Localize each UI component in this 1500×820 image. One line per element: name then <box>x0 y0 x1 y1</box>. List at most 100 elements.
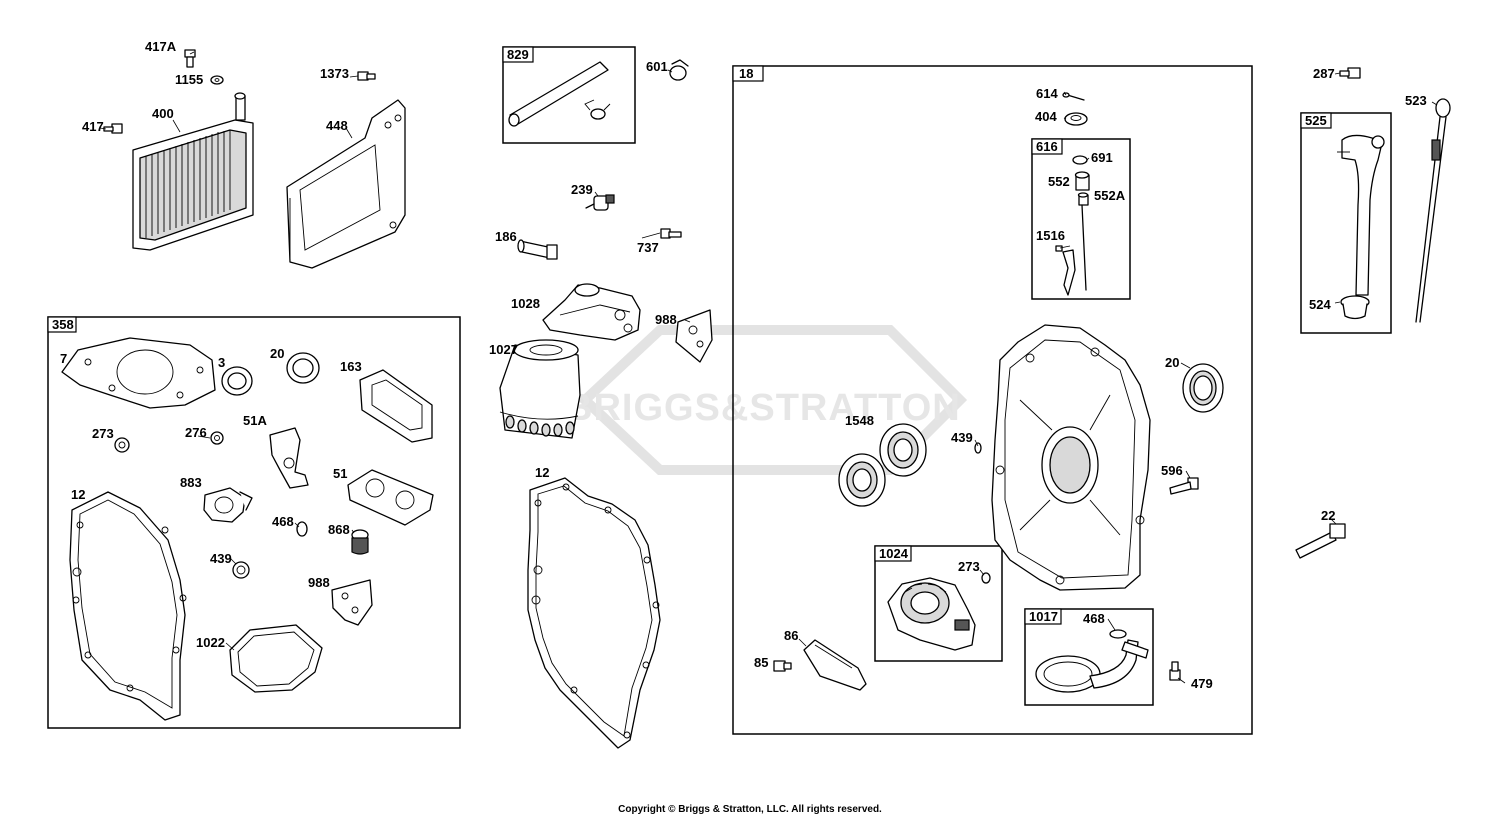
part-868-seal[interactable] <box>351 529 369 555</box>
part-417-bolt[interactable] <box>103 123 123 134</box>
part-1027-oil-filter[interactable] <box>499 339 581 439</box>
part-552A-cap[interactable] <box>1077 192 1089 206</box>
part-525-dipstick-tube[interactable] <box>1337 134 1385 296</box>
label-479[interactable]: 479 <box>1191 676 1213 691</box>
part-691-washer[interactable] <box>1072 155 1088 165</box>
part-1022-gasket[interactable] <box>229 624 323 693</box>
label-417A[interactable]: 417A <box>145 39 177 54</box>
part-12-crankcase-gasket-left[interactable] <box>69 491 187 721</box>
part-404-washer[interactable] <box>1064 112 1088 126</box>
label-404[interactable]: 404 <box>1035 109 1057 124</box>
part-552-spacer[interactable] <box>1074 171 1090 191</box>
part-crankcase-cover[interactable] <box>991 324 1151 591</box>
label-20-left[interactable]: 20 <box>270 346 284 361</box>
label-51A[interactable]: 51A <box>243 413 267 428</box>
part-614-pin[interactable] <box>1062 92 1085 101</box>
part-86-pickup-plate[interactable] <box>803 639 867 691</box>
part-417A-bolt[interactable] <box>184 49 196 68</box>
label-1548[interactable]: 1548 <box>845 413 874 428</box>
part-439-washer-right[interactable] <box>974 442 982 454</box>
part-523-dipstick[interactable] <box>1415 98 1451 323</box>
label-417[interactable]: 417 <box>82 119 104 134</box>
part-1017-oil-pickup[interactable] <box>1035 639 1149 693</box>
part-1548-bearing-a[interactable] <box>838 453 886 507</box>
label-691[interactable]: 691 <box>1091 150 1113 165</box>
part-479-bolt[interactable] <box>1169 661 1181 681</box>
part-273-washer-left[interactable] <box>114 437 130 453</box>
label-163[interactable]: 163 <box>340 359 362 374</box>
part-276-washer[interactable] <box>210 431 224 445</box>
label-468-right[interactable]: 468 <box>1083 611 1105 626</box>
part-439-washer-left[interactable] <box>232 561 250 579</box>
part-1155-washer[interactable] <box>210 75 224 85</box>
part-1373-bolt[interactable] <box>357 71 376 81</box>
label-12-center[interactable]: 12 <box>535 465 549 480</box>
label-287[interactable]: 287 <box>1313 66 1335 81</box>
label-1516[interactable]: 1516 <box>1036 228 1065 243</box>
label-7[interactable]: 7 <box>60 351 67 366</box>
label-1022[interactable]: 1022 <box>196 635 225 650</box>
label-85[interactable]: 85 <box>754 655 768 670</box>
part-829-clamp[interactable] <box>584 99 611 120</box>
part-468-washer-left[interactable] <box>296 521 308 537</box>
label-1027[interactable]: 1027 <box>489 342 518 357</box>
part-883-gasket[interactable] <box>203 487 253 523</box>
label-186[interactable]: 186 <box>495 229 517 244</box>
part-524-grommet[interactable] <box>1340 295 1370 320</box>
part-20-seal-left[interactable] <box>286 352 320 384</box>
label-868[interactable]: 868 <box>328 522 350 537</box>
label-524[interactable]: 524 <box>1309 297 1331 312</box>
part-988-gasket[interactable] <box>675 309 713 363</box>
part-1516-governor-shaft[interactable] <box>1055 204 1087 296</box>
label-552[interactable]: 552 <box>1048 174 1070 189</box>
part-988-gasket-left[interactable] <box>331 579 373 626</box>
label-273-left[interactable]: 273 <box>92 426 114 441</box>
part-7-head-gasket[interactable] <box>61 337 216 409</box>
label-273-right[interactable]: 273 <box>958 559 980 574</box>
label-988-top[interactable]: 988 <box>655 312 677 327</box>
part-51A-gasket[interactable] <box>269 427 309 489</box>
part-400-oil-cooler[interactable] <box>132 92 254 251</box>
label-614[interactable]: 614 <box>1036 86 1058 101</box>
part-448-bracket[interactable] <box>286 99 406 269</box>
label-1028[interactable]: 1028 <box>511 296 540 311</box>
part-468-washer-right[interactable] <box>1109 629 1127 639</box>
label-601[interactable]: 601 <box>646 59 668 74</box>
label-3[interactable]: 3 <box>218 355 225 370</box>
part-829-hose[interactable] <box>508 61 609 127</box>
label-20-right[interactable]: 20 <box>1165 355 1179 370</box>
part-1024-oil-pump[interactable] <box>887 577 976 651</box>
label-439-right[interactable]: 439 <box>951 430 973 445</box>
part-22-bolt[interactable] <box>1295 523 1346 559</box>
label-448[interactable]: 448 <box>326 118 348 133</box>
part-3-seal[interactable] <box>221 366 253 396</box>
label-276[interactable]: 276 <box>185 425 207 440</box>
part-12-crankcase-gasket-center[interactable] <box>527 477 661 749</box>
part-186-fitting[interactable] <box>517 239 558 260</box>
label-552A[interactable]: 552A <box>1094 188 1126 203</box>
part-1028-filter-adapter[interactable] <box>542 283 641 341</box>
label-988-left[interactable]: 988 <box>308 575 330 590</box>
part-239-switch[interactable] <box>585 194 615 211</box>
part-596-bolt[interactable] <box>1169 477 1199 495</box>
label-468-left[interactable]: 468 <box>272 514 294 529</box>
label-1155[interactable]: 1155 <box>175 72 203 87</box>
label-51[interactable]: 51 <box>333 466 347 481</box>
label-523[interactable]: 523 <box>1405 93 1427 108</box>
part-163-gasket[interactable] <box>359 369 433 443</box>
label-400[interactable]: 400 <box>152 106 174 121</box>
label-86[interactable]: 86 <box>784 628 798 643</box>
part-20-seal-right[interactable] <box>1182 363 1224 413</box>
label-596[interactable]: 596 <box>1161 463 1183 478</box>
part-51-gasket[interactable] <box>347 469 434 526</box>
label-239[interactable]: 239 <box>571 182 593 197</box>
part-85-bolt[interactable] <box>773 660 792 672</box>
label-1373[interactable]: 1373 <box>320 66 349 81</box>
label-737[interactable]: 737 <box>637 240 659 255</box>
label-12-left[interactable]: 12 <box>71 487 85 502</box>
part-287-bolt[interactable] <box>1339 67 1361 79</box>
label-439-left[interactable]: 439 <box>210 551 232 566</box>
part-737-bolt[interactable] <box>660 228 682 239</box>
part-1548-bearing-b[interactable] <box>879 423 927 477</box>
part-273-washer-right[interactable] <box>981 572 991 584</box>
